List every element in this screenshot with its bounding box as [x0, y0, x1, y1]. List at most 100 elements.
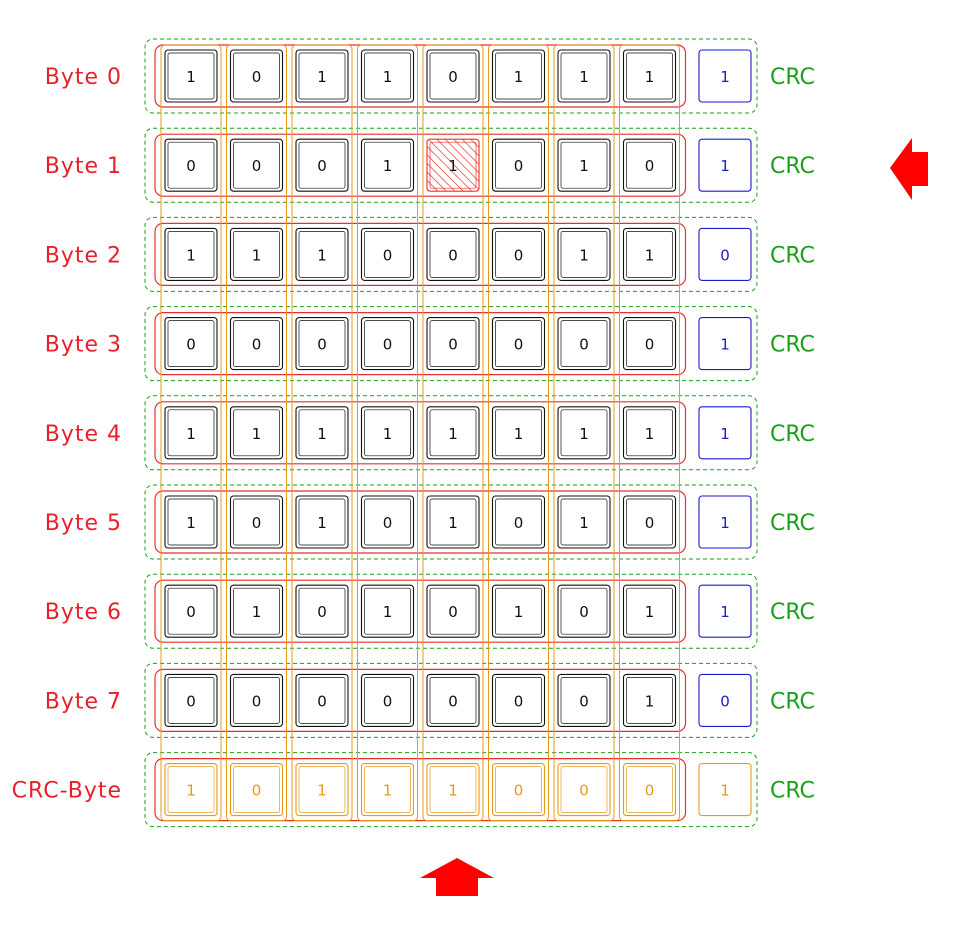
bit-cell: [164, 406, 218, 460]
bit-value: 0: [252, 68, 262, 86]
bit-cell: [557, 227, 611, 281]
row-label: Byte 0: [45, 65, 122, 90]
bit-cell-inner: [429, 231, 477, 278]
bit-value: 0: [448, 336, 458, 354]
bit-value: 1: [448, 782, 458, 800]
bit-cell: [426, 584, 480, 638]
bit-value: 0: [645, 514, 655, 532]
crc-bit-value: 1: [720, 425, 730, 443]
bit-cell-inner: [233, 498, 280, 546]
bit-value: 1: [317, 425, 327, 443]
bit-cell: [622, 317, 677, 371]
column-frame: [488, 44, 549, 822]
crc-bit-value: 1: [720, 603, 730, 621]
bit-cell-inner: [560, 231, 608, 278]
bit-value: 0: [579, 336, 589, 354]
bit-cell: [295, 227, 349, 281]
bit-cell: [557, 495, 611, 549]
row-label: Byte 1: [45, 154, 122, 179]
bit-cell-inner: [560, 141, 608, 189]
crc-label: CRC: [770, 65, 815, 90]
crc-bit-cell: [698, 317, 752, 371]
bit-cell-inner: [233, 766, 280, 813]
bit-value: 0: [252, 782, 262, 800]
bit-cell-inner: [298, 498, 346, 546]
bit-value: 0: [186, 692, 196, 710]
bit-cell-inner: [167, 320, 215, 367]
bit-value: 1: [383, 157, 393, 175]
bit-cell: [360, 495, 415, 549]
bit-cell-inner: [298, 52, 346, 100]
bit-cell: [426, 227, 480, 281]
bit-value: 1: [579, 246, 589, 264]
bit-cell-inner: [364, 141, 411, 189]
bit-value: 1: [645, 603, 655, 621]
bit-cell: [295, 763, 349, 817]
crc-bit-value: 1: [720, 336, 730, 354]
column-frame: [291, 44, 353, 822]
bit-cell-inner: [560, 52, 608, 100]
bit-cell-inner: [233, 52, 280, 100]
bit-cell-inner: [495, 320, 542, 367]
bit-cell-inner: [167, 498, 215, 546]
bit-value: 1: [186, 514, 196, 532]
bit-value: 1: [448, 425, 458, 443]
bit-value: 1: [448, 514, 458, 532]
crc-bit-value: 0: [720, 246, 730, 264]
bit-value: 1: [448, 157, 458, 175]
bit-cell-inner: [429, 52, 477, 100]
crc-byte-label: CRC-Byte: [12, 779, 122, 804]
bit-cell-inner: [298, 409, 346, 457]
bit-cell-inner: [233, 231, 280, 278]
bit-cell: [360, 673, 415, 727]
bit-cell-inner: [429, 587, 477, 635]
row-frame-dashed: [144, 752, 758, 828]
bit-cell-inner: [233, 409, 280, 457]
bit-cell: [491, 317, 546, 371]
bit-cell-inner: [364, 52, 411, 100]
bit-cell-inner: [626, 231, 673, 278]
bit-cell: [360, 227, 415, 281]
bit-cell: [491, 763, 546, 817]
bit-cell: [360, 763, 415, 817]
row-frame: [154, 312, 687, 376]
bit-cell: [491, 227, 546, 281]
bit-value: 1: [252, 246, 262, 264]
bit-value: 0: [186, 157, 196, 175]
bit-cell: [491, 495, 546, 549]
bit-value: 1: [186, 246, 196, 264]
row-frame-dashed: [144, 662, 758, 738]
crc-label: CRC: [770, 511, 815, 536]
column-frame: [160, 44, 222, 822]
bit-cell: [164, 584, 218, 638]
bit-cell-inner: [298, 587, 346, 635]
bit-cell-inner: [626, 677, 673, 724]
bit-value: 0: [448, 246, 458, 264]
bit-cell-inner: [167, 52, 215, 100]
row-label: Byte 6: [45, 600, 122, 625]
bit-cell: [360, 406, 415, 460]
bit-cell: [164, 317, 218, 371]
bit-value: 0: [579, 692, 589, 710]
row-frame: [154, 401, 687, 465]
bit-cell: [229, 584, 284, 638]
bit-cell-inner: [167, 677, 215, 724]
column-frame: [357, 44, 418, 822]
bit-cell: [557, 763, 611, 817]
row-frame-dashed: [144, 306, 758, 382]
bit-cell-inner: [560, 409, 608, 457]
bit-cell: [622, 763, 677, 817]
bit-cell-inner: [429, 677, 477, 724]
crc-bit-cell: [698, 673, 752, 727]
row-frame: [154, 222, 687, 286]
bit-cell: [164, 227, 218, 281]
crc-bit-value: 0: [720, 692, 730, 710]
column-frame: [553, 44, 615, 822]
bit-cell: [295, 49, 349, 103]
bit-cell-inner: [495, 409, 542, 457]
arrows-layer: [420, 138, 928, 896]
bit-value: 0: [252, 692, 262, 710]
bit-value: 0: [448, 692, 458, 710]
bit-value: 1: [579, 425, 589, 443]
